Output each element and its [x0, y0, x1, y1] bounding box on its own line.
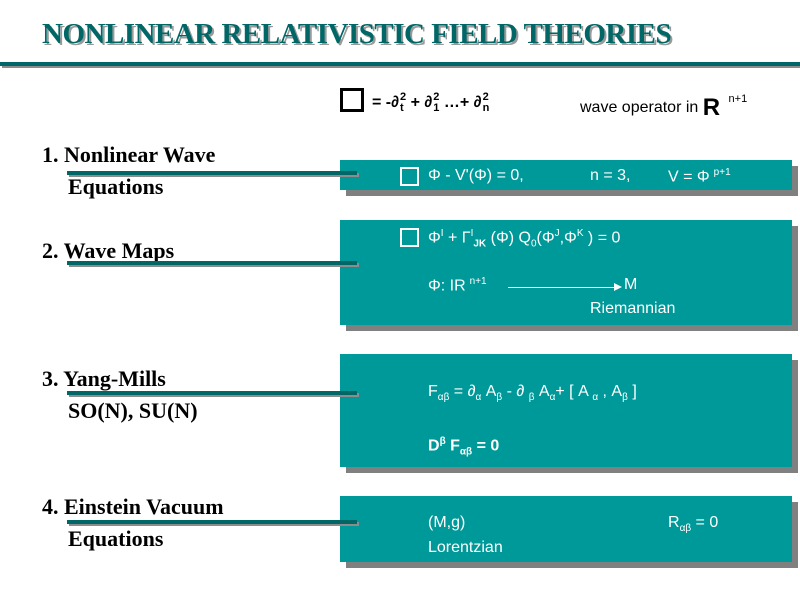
connector-3: [67, 391, 357, 395]
t: D: [428, 437, 440, 455]
sub: β: [528, 392, 535, 404]
sub: 1: [433, 102, 440, 114]
t: (Φ: [536, 229, 555, 247]
t: ) = 0: [583, 229, 621, 247]
sub: α: [475, 392, 482, 404]
sup: J: [554, 228, 560, 239]
yang-mills-curvature: Fαβ = ∂α Aβ - ∂ β Aα+ [ A α , Aβ ]: [428, 383, 637, 403]
einstein-equation: Rαβ = 0: [668, 514, 718, 534]
sup: 2: [400, 91, 407, 103]
t: = ∂: [449, 383, 476, 400]
connector-2: [67, 261, 357, 265]
sub: β: [496, 392, 503, 404]
sub: β: [622, 392, 628, 404]
t: = 0: [472, 437, 500, 455]
item-3-label-line2: SO(N), SU(N): [68, 398, 198, 423]
sub: n: [482, 102, 490, 114]
t: Φ: IR: [428, 277, 466, 295]
t: Φ: [428, 229, 441, 247]
sup: p+1: [713, 167, 731, 178]
t: F: [428, 383, 438, 400]
connector-1: [67, 171, 357, 175]
t: ,Φ: [559, 229, 577, 247]
t: - ∂: [502, 383, 529, 400]
sup: 2: [433, 91, 440, 103]
desc-text: wave operator in: [580, 99, 699, 116]
t: + Γ: [443, 229, 471, 247]
dalembertian-box-icon: [340, 88, 364, 112]
formula-part: = -∂: [372, 94, 400, 112]
einstein-manifold: (M,g): [428, 514, 466, 531]
t: = 0: [691, 514, 719, 531]
item-3-label: 3. Yang-Mills: [42, 366, 166, 391]
t: R: [668, 514, 680, 531]
nlw-dimension: n = 3,: [590, 167, 631, 184]
t: ]: [627, 383, 637, 400]
sup: K: [576, 228, 584, 239]
sub: αβ: [459, 446, 473, 458]
box-wave-maps: [340, 220, 792, 325]
item-4-label-line2: Equations: [68, 526, 164, 551]
item-1-label: 1. Nonlinear Wave: [42, 142, 216, 167]
wave-map-target: M: [624, 276, 638, 293]
sub: α: [592, 392, 599, 404]
sub: JK: [473, 238, 487, 250]
sup: n+1: [469, 276, 487, 287]
box-yang-mills: [340, 354, 792, 467]
t: + [ A: [555, 383, 593, 400]
formula-part: + ∂: [406, 94, 433, 112]
connector-4: [67, 520, 357, 524]
slide-title: NONLINEAR RELATIVISTIC FIELD THEORIES: [42, 18, 672, 50]
wave-map-equation: ΦI + ΓIJK (Φ) Q0(ΦJ,ΦK ) = 0: [428, 228, 620, 250]
item-2-label: 2. Wave Maps: [42, 238, 175, 263]
nlw-equation: Φ - V'(Φ) = 0,: [428, 167, 524, 184]
wave-map-target-desc: Riemannian: [590, 300, 676, 317]
item-4-label: 4. Einstein Vacuum: [42, 494, 224, 519]
wave-operator-description: wave operator in R n+1: [580, 93, 747, 122]
t: A: [534, 383, 550, 400]
box-einstein: [340, 496, 792, 562]
sup: I: [470, 228, 474, 239]
dalembertian-box-icon: [400, 228, 419, 247]
arrow-icon: [508, 283, 622, 291]
t: A: [481, 383, 497, 400]
text: V = Φ: [668, 168, 710, 186]
einstein-signature: Lorentzian: [428, 539, 503, 556]
sup: I: [440, 228, 444, 239]
sub: αβ: [437, 392, 450, 404]
title-rule: [0, 62, 800, 66]
t: , A: [598, 383, 623, 400]
sup: 2: [482, 91, 489, 103]
dalembertian-box-icon: [400, 167, 419, 186]
R-symbol: R: [702, 94, 721, 121]
formula-part: …+ ∂: [439, 94, 482, 112]
sub: αβ: [679, 523, 692, 535]
sup: β: [439, 436, 446, 447]
t: F: [445, 437, 460, 455]
item-1-label-line2: Equations: [68, 174, 164, 199]
sub: α: [549, 392, 556, 404]
t: (Φ) Q: [486, 229, 531, 247]
yang-mills-equation: Dβ Fαβ = 0: [428, 436, 499, 458]
sub: 0: [530, 238, 537, 250]
sub: t: [400, 102, 404, 114]
sup: n+1: [728, 93, 748, 105]
